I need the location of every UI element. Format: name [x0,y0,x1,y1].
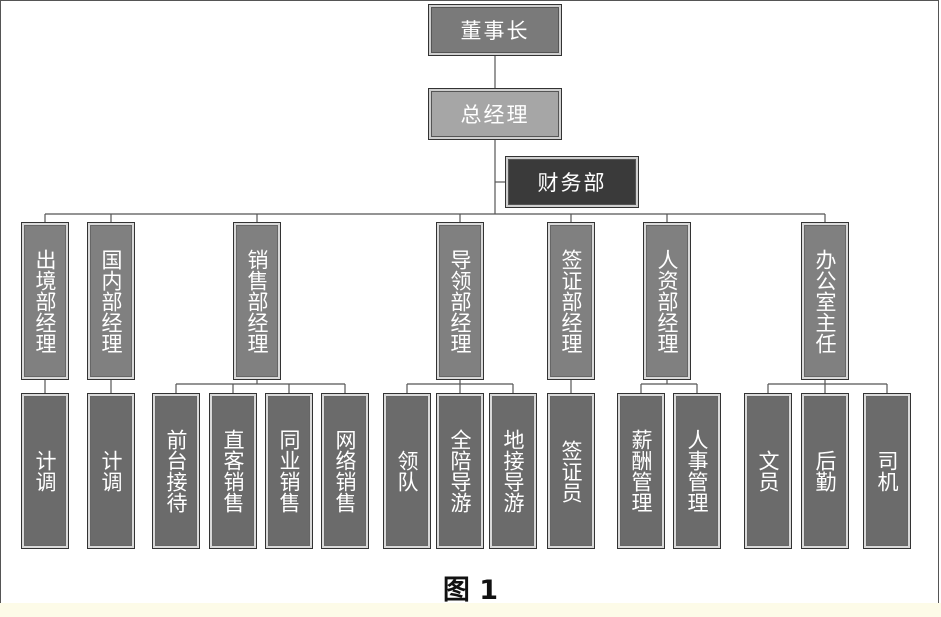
role-5-0: 薪酬管理 [617,393,665,549]
role-6-1: 后勤 [801,393,849,549]
node-finance: 财务部 [505,156,639,208]
dept-manager-0: 出境部经理 [21,222,69,380]
role-2-1: 直客销售 [209,393,257,549]
bottom-strip [0,603,941,617]
role-6-0: 文员 [744,393,792,549]
role-3-1: 全陪导游 [436,393,484,549]
role-6-2: 司机 [863,393,911,549]
role-2-3: 网络销售 [321,393,369,549]
dept-manager-6: 办公室主任 [801,222,849,380]
figure-caption: 图 1 [442,575,499,606]
dept-manager-1: 国内部经理 [87,222,135,380]
role-2-0: 前台接待 [152,393,200,549]
role-5-1: 人事管理 [673,393,721,549]
dept-manager-2: 销售部经理 [233,222,281,380]
role-2-2: 同业销售 [265,393,313,549]
dept-manager-4: 签证部经理 [547,222,595,380]
role-1-0: 计调 [87,393,135,549]
role-4-0: 签证员 [547,393,595,549]
node-chairman: 董事长 [428,4,562,56]
role-3-0: 领队 [383,393,431,549]
role-0-0: 计调 [21,393,69,549]
dept-manager-5: 人资部经理 [643,222,691,380]
dept-manager-3: 导领部经理 [436,222,484,380]
node-general-manager: 总经理 [428,88,562,140]
role-3-2: 地接导游 [489,393,537,549]
